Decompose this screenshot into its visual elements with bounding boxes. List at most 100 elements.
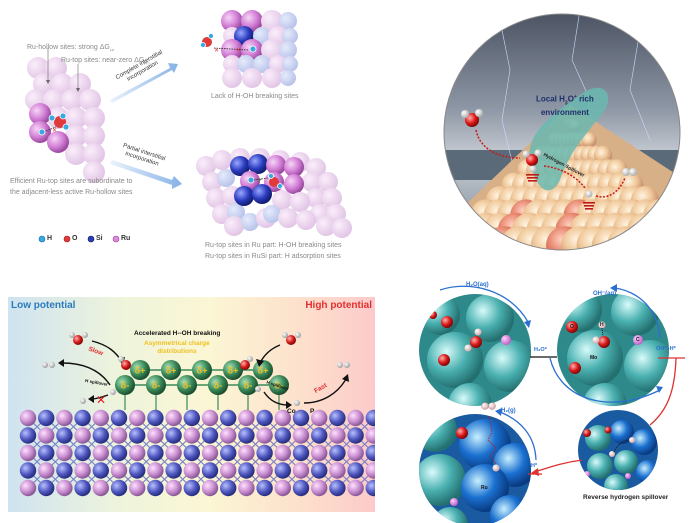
p-atom <box>274 409 291 427</box>
p-atom <box>110 427 128 444</box>
arrow-h2o-in <box>439 285 529 323</box>
p-atom <box>201 409 219 427</box>
co-atom <box>256 409 273 427</box>
p-atom <box>92 444 110 462</box>
delta-charge-label: δ+ <box>135 366 146 376</box>
co-atom <box>292 479 310 497</box>
p-atom <box>38 427 55 444</box>
p-atom <box>311 444 328 462</box>
legend-si: Si <box>96 235 103 242</box>
high-potential-label: High potential <box>305 300 372 311</box>
legend-dots <box>38 235 120 243</box>
co-atom <box>38 409 55 427</box>
p-atom <box>274 444 291 462</box>
p-atom <box>347 409 364 427</box>
delta-charge-label: δ- <box>275 381 283 391</box>
delta-charge-label: δ+ <box>197 366 208 376</box>
co-atom <box>256 479 273 497</box>
p-atom <box>165 479 182 497</box>
cluster-atom <box>115 375 135 395</box>
h2-gas-label: H₂(g) <box>501 408 516 414</box>
ru-atom-label: Ru <box>481 485 488 491</box>
surface-atom <box>627 212 662 248</box>
oh-right <box>240 356 253 370</box>
co-atom <box>92 462 110 479</box>
co-atom <box>56 427 73 444</box>
accelerated-label: Accelerated H--OH breaking <box>134 330 221 337</box>
p-atom <box>365 427 375 444</box>
water-molecule-free <box>461 109 483 127</box>
delta-charge-label: δ- <box>244 381 252 391</box>
cluster-atom <box>177 375 197 395</box>
circle-h2o-adsorption <box>419 294 531 406</box>
delta-charge-label: δ+ <box>258 366 269 376</box>
delta-charge-label: δ- <box>121 381 129 391</box>
co-atom <box>74 409 91 427</box>
cluster-atom <box>269 375 289 395</box>
svg-text:✕: ✕ <box>214 48 219 54</box>
svg-text:✕: ✕ <box>52 128 57 134</box>
h-adsorbed <box>583 190 595 210</box>
co-atom <box>147 444 164 462</box>
cluster-atom <box>130 360 150 380</box>
h2-left <box>42 362 55 368</box>
legend-h: H <box>47 235 53 242</box>
delta-charge-label: δ+ <box>228 366 239 376</box>
h-atom-right <box>255 386 261 392</box>
p-atom <box>92 409 110 427</box>
h-atom-label: H <box>600 322 604 328</box>
co-atom <box>129 427 146 444</box>
p-label: P <box>310 408 315 415</box>
arrow-to-h-ads <box>533 459 583 473</box>
p-atom <box>19 444 37 462</box>
h3o-molecule <box>522 149 542 182</box>
co-atom <box>347 462 364 479</box>
spillover-arrow <box>543 165 586 189</box>
reverse-spillover-caption: Reverse hydrogen spillover <box>583 494 669 501</box>
cluster-atom <box>238 375 258 395</box>
ru-slab-left: ✕ <box>25 48 105 183</box>
co-atom <box>220 444 237 462</box>
delta-charge-label: δ- <box>214 381 222 391</box>
panel-b-local-h3o-environment: Local H3O+ rich environment Hydrogen Spi… <box>440 10 685 255</box>
p-atom <box>365 462 375 479</box>
co-atom <box>311 462 328 479</box>
co-atom <box>256 444 273 462</box>
caption-top-right: Lack of H-OH breaking sites <box>211 93 299 100</box>
legend-o: O <box>72 235 78 242</box>
h-atom-far-left <box>80 398 86 404</box>
p-atom <box>110 462 128 479</box>
co-atom <box>74 444 91 462</box>
surface-atom <box>641 212 676 248</box>
p-atom <box>201 444 219 462</box>
ru-si-slab-top: ✕ ✕ <box>200 10 298 88</box>
p-atom <box>74 427 91 444</box>
surface-atom <box>622 226 660 250</box>
h2-gas-molecule <box>481 402 496 410</box>
co-atom <box>201 427 219 444</box>
p-atom <box>311 409 328 427</box>
arrow-slow <box>61 362 111 386</box>
cluster-atom <box>223 360 243 380</box>
low-potential-label: Low potential <box>11 300 76 311</box>
co-atom <box>74 479 91 497</box>
p-atom <box>256 427 273 444</box>
panel-c-cop-heterostructure: δ+δ+δ+δ+δ+δ-δ-δ-δ-δ-δ- ✕ Low potential H… <box>8 297 375 512</box>
co-atom <box>110 479 128 497</box>
top-sites-label: Ru-top sites: near-zero ΔGH* <box>61 57 149 66</box>
p-atom <box>220 462 237 479</box>
co-atom <box>274 462 291 479</box>
circle-reverse-spillover <box>578 410 658 490</box>
panel-a-graphic: ✕ ✕ ✕ <box>25 10 352 243</box>
co-atom <box>365 444 375 462</box>
svg-text:✕: ✕ <box>236 48 241 54</box>
p-atom <box>347 444 364 462</box>
surface-atom <box>652 226 680 250</box>
h-atom-left <box>110 389 116 395</box>
p-atom <box>74 462 91 479</box>
cop-lattice <box>19 409 375 497</box>
co-atom <box>19 462 37 479</box>
surface-atom <box>655 212 680 248</box>
co-atom <box>183 409 200 427</box>
ru-si-slab-bottom: ✓ <box>196 148 352 238</box>
